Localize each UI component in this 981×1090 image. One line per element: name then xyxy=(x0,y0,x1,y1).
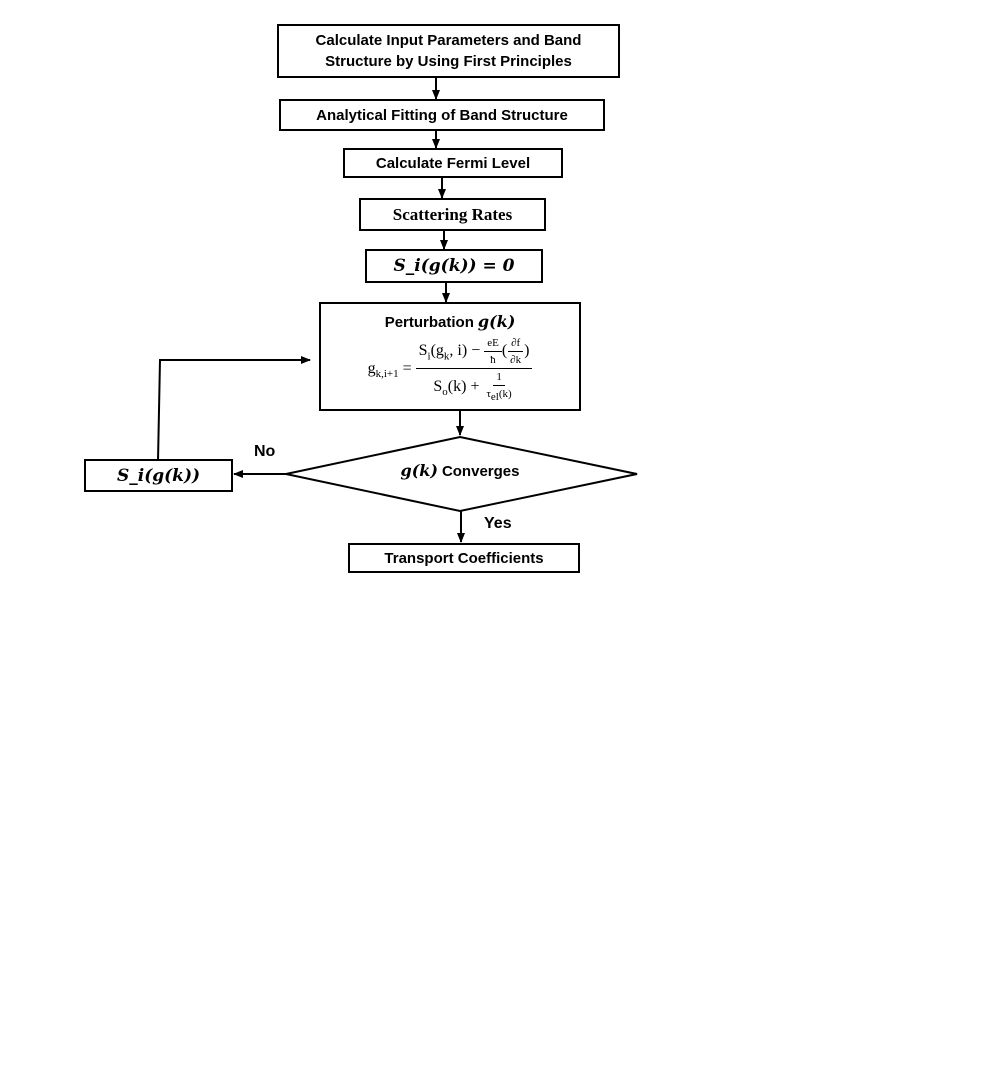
fermi-level-box: Calculate Fermi Level xyxy=(343,148,563,178)
yes-edge-label: Yes xyxy=(484,515,512,532)
transport-coefficients-label: Transport Coefficients xyxy=(384,549,544,567)
decision-text: Converges xyxy=(441,463,520,480)
update-formula: S_i(g(k)) xyxy=(116,465,201,486)
band-fitting-box: Analytical Fitting of Band Structure xyxy=(279,99,605,131)
update-box: S_i(g(k)) xyxy=(84,459,233,492)
decision-diamond xyxy=(285,435,638,513)
transport-coefficients-box: Transport Coefficients xyxy=(348,543,580,573)
scattering-rates-label: Scattering Rates xyxy=(392,204,513,224)
arrow-update-to-perturbation xyxy=(157,356,311,462)
fermi-level-label: Calculate Fermi Level xyxy=(375,154,531,172)
decision-variable: g(k) xyxy=(400,461,438,480)
input-parameters-box: Calculate Input Parameters and Band Stru… xyxy=(277,24,620,78)
decision-label: g(k) Converges xyxy=(340,461,580,482)
scattering-rates-box: Scattering Rates xyxy=(359,198,546,231)
input-parameters-label: Calculate Input Parameters and Band Stru… xyxy=(315,32,582,70)
band-fitting-label: Analytical Fitting of Band Structure xyxy=(316,106,568,124)
no-edge-label: No xyxy=(254,443,276,460)
initial-condition-formula: S_i(g(k)) = 0 xyxy=(393,256,515,276)
perturbation-variable: g(k) xyxy=(477,312,516,331)
initial-condition-box: S_i(g(k)) = 0 xyxy=(365,249,543,283)
perturbation-title: Perturbation xyxy=(384,314,474,331)
perturbation-box: Perturbation g(k) gk,i+1 = Si(gk, i) − e… xyxy=(319,302,581,411)
